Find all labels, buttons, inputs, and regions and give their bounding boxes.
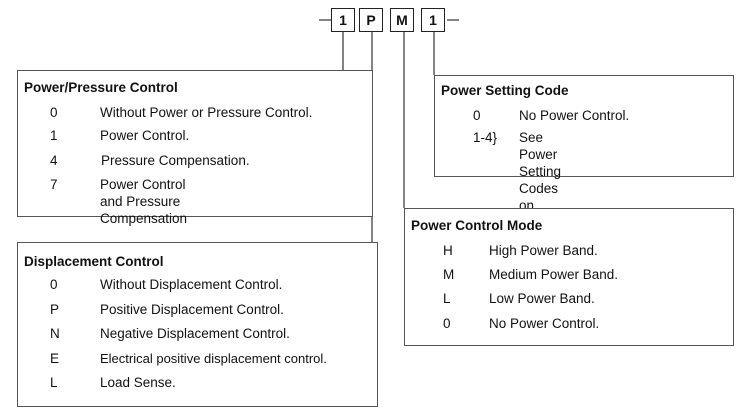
item-code: E <box>50 351 60 366</box>
code-cell-4: 1 <box>421 8 445 32</box>
item-desc: Power Control. <box>100 128 190 143</box>
item-desc: Low Power Band. <box>489 291 595 306</box>
code-cell-3: M <box>390 8 414 32</box>
displacement-box: Displacement Control 0 Without Displacem… <box>17 242 378 407</box>
item-desc: Pressure Compensation. <box>101 153 250 168</box>
item-desc: Without Power or Pressure Control. <box>100 105 313 120</box>
box-title: Displacement Control <box>24 254 164 269</box>
box-title: Power/Pressure Control <box>24 80 178 95</box>
item-desc: Positive Displacement Control. <box>100 302 284 317</box>
item-code: L <box>443 291 451 306</box>
item-desc: No Power Control. <box>519 108 630 123</box>
item-desc: High Power Band. <box>489 243 598 258</box>
power-mode-box: Power Control Mode H High Power Band. M … <box>404 208 734 346</box>
item-code: 0 <box>443 316 451 331</box>
box-title: Power Setting Code <box>441 83 569 98</box>
item-desc: Negative Displacement Control. <box>100 326 290 341</box>
code-cell-2: P <box>359 8 383 32</box>
item-desc: Without Displacement Control. <box>100 277 283 292</box>
item-desc: Power Control and Pressure Compensation <box>100 177 188 226</box>
power-pressure-box: Power/Pressure Control 0 Without Power o… <box>17 70 373 226</box>
item-desc: Load Sense. <box>100 375 176 390</box>
item-desc: No Power Control. <box>489 316 600 331</box>
item-code: 1-4} <box>473 130 498 145</box>
item-code: 1 <box>50 128 58 143</box>
item-desc: Medium Power Band. <box>489 267 619 282</box>
item-code: 0 <box>50 105 58 120</box>
item-desc: Electrical positive displacement control… <box>100 351 327 366</box>
item-code: H <box>443 243 453 258</box>
item-code: 4 <box>50 153 58 168</box>
box-title: Power Control Mode <box>411 218 543 233</box>
item-code: M <box>443 267 455 282</box>
code-cell-1: 1 <box>331 8 355 32</box>
item-code: 0 <box>50 277 58 292</box>
item-code: 7 <box>50 177 58 192</box>
item-code: N <box>50 326 60 341</box>
item-code: L <box>50 375 58 390</box>
power-setting-box: Power Setting Code 0 No Power Control. 1… <box>434 75 734 247</box>
item-code: P <box>50 302 60 317</box>
item-code: 0 <box>473 108 481 123</box>
